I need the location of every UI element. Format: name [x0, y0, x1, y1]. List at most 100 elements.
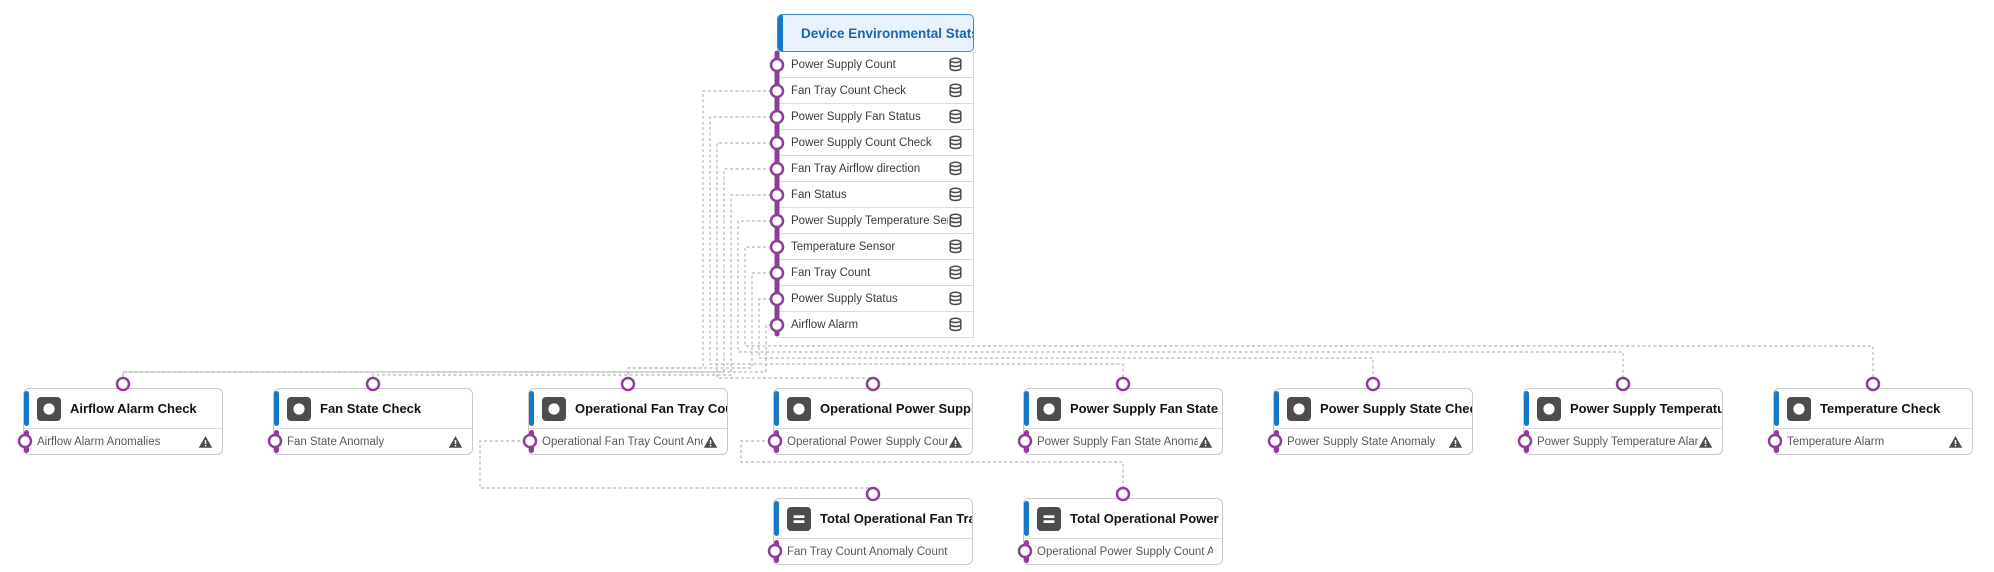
metric-row-label: Airflow Alarm: [791, 318, 859, 331]
node-input-port[interactable]: [1115, 486, 1131, 502]
node-input-port[interactable]: [365, 376, 381, 392]
node-input-port[interactable]: [1115, 376, 1131, 392]
metric-output-port[interactable]: [769, 239, 785, 255]
alert-rule-icon: [1293, 402, 1305, 415]
check-node[interactable]: Power Supply Fan State C...Power Supply …: [1023, 388, 1223, 455]
node-title: Total Operational Power ...: [1070, 511, 1222, 526]
metric-row[interactable]: Fan Status: [778, 182, 973, 208]
output-row-label: Operational Power Supply Coun...: [787, 436, 948, 448]
output-row-label: Operational Power Supply Count A...: [1037, 546, 1213, 558]
metric-row[interactable]: Power Supply Count: [778, 52, 973, 78]
output-row-label: Power Supply Fan State Anomaly: [1037, 436, 1198, 448]
check-node[interactable]: Power Supply Temperatu... Power Supply Te…: [1523, 388, 1723, 455]
metric-row[interactable]: Temperature Sensor: [778, 234, 973, 260]
metric-row[interactable]: Power Supply Count Check: [778, 130, 973, 156]
total-output-port[interactable]: [1017, 543, 1033, 559]
alert-rule-icon: [293, 402, 305, 415]
anomaly-output-port[interactable]: [1517, 433, 1533, 449]
node-input-port[interactable]: [115, 376, 131, 392]
output-row[interactable]: Operational Power Supply Count A...: [1024, 539, 1222, 565]
node-header: Total Operational Fan Tra...: [774, 499, 972, 539]
node-title: Power Supply Temperatu...: [1570, 401, 1722, 416]
warning-triangle-icon: [1948, 436, 1963, 448]
output-row[interactable]: Airflow Alarm Anomalies: [24, 429, 222, 455]
total-output-port[interactable]: [767, 543, 783, 559]
node-input-port[interactable]: [1865, 376, 1881, 392]
metric-row[interactable]: Fan Tray Airflow direction: [778, 156, 973, 182]
node-icon: [1787, 396, 1811, 421]
metric-row[interactable]: Power Supply Temperature Sensor: [778, 208, 973, 234]
metric-output-port[interactable]: [769, 57, 785, 73]
node-header: Total Operational Power ...: [1024, 499, 1222, 539]
alert-rule-icon: [1793, 402, 1805, 415]
connector-line: [372, 194, 777, 384]
connector-line: [122, 168, 777, 384]
node-header: Airflow Alarm Check: [24, 389, 222, 429]
anomaly-output-port[interactable]: [17, 433, 33, 449]
check-node[interactable]: Operational Power Suppl...Operational Po…: [773, 388, 973, 455]
database-icon: [949, 57, 962, 72]
anomaly-output-port[interactable]: [267, 433, 283, 449]
node-icon: [787, 506, 811, 531]
metric-output-port[interactable]: [769, 109, 785, 125]
output-row[interactable]: Fan Tray Count Anomaly Count: [774, 539, 972, 565]
metric-output-port[interactable]: [769, 317, 785, 333]
anomaly-output-port[interactable]: [1017, 433, 1033, 449]
metric-output-port[interactable]: [769, 83, 785, 99]
output-row-label: Fan State Anomaly: [287, 436, 385, 448]
output-row[interactable]: Temperature Alarm: [1774, 429, 1972, 455]
metric-row-label: Power Supply Fan Status: [791, 110, 921, 123]
node-accent-bar: [1774, 391, 1779, 426]
total-node[interactable]: Total Operational Fan Tra...Fan Tray Cou…: [773, 498, 973, 565]
output-row[interactable]: Power Supply State Anomaly: [1274, 429, 1472, 455]
anomaly-output-port[interactable]: [1267, 433, 1283, 449]
output-row[interactable]: Operational Power Supply Coun...: [774, 429, 972, 455]
node-title: Airflow Alarm Check: [70, 401, 197, 416]
metric-output-port[interactable]: [769, 135, 785, 151]
node-header: Power Supply State Check: [1274, 389, 1472, 429]
warning-triangle-icon: [703, 436, 718, 448]
output-row[interactable]: Power Supply Temperature Alarm: [1524, 429, 1722, 455]
node-input-port[interactable]: [865, 486, 881, 502]
database-icon: [949, 109, 962, 124]
database-icon: [949, 265, 962, 280]
connector-line: [627, 272, 777, 384]
anomaly-output-port[interactable]: [522, 433, 538, 449]
anomaly-output-port[interactable]: [1767, 433, 1783, 449]
node-input-port[interactable]: [1365, 376, 1381, 392]
metric-output-port[interactable]: [769, 213, 785, 229]
node-accent-bar: [1024, 391, 1029, 426]
warning-triangle-icon: [1448, 436, 1463, 448]
alert-rule-icon: [1543, 402, 1555, 415]
metric-output-port[interactable]: [769, 291, 785, 307]
node-accent-bar: [1274, 391, 1279, 426]
root-node-header[interactable]: Device Environmental Stats: [777, 14, 974, 52]
node-input-port[interactable]: [1615, 376, 1631, 392]
node-accent-bar: [274, 391, 279, 426]
metric-output-port[interactable]: [769, 161, 785, 177]
metric-row[interactable]: Fan Tray Count Check: [778, 78, 973, 104]
metric-row-label: Fan Tray Count: [791, 266, 871, 279]
output-row[interactable]: Fan State Anomaly: [274, 429, 472, 455]
metric-row[interactable]: Power Supply Status: [778, 286, 973, 312]
total-node[interactable]: Total Operational Power ... Operational P…: [1023, 498, 1223, 565]
metric-output-port[interactable]: [769, 265, 785, 281]
database-icon: [949, 317, 962, 332]
metric-row[interactable]: Power Supply Fan Status: [778, 104, 973, 130]
anomaly-output-port[interactable]: [767, 433, 783, 449]
output-row[interactable]: Power Supply Fan State Anomaly: [1024, 429, 1222, 455]
node-input-port[interactable]: [865, 376, 881, 392]
output-row[interactable]: Operational Fan Tray Count Ano...: [529, 429, 727, 455]
warning-triangle-icon: [1698, 436, 1713, 448]
node-title: Power Supply State Check: [1320, 401, 1472, 416]
metric-output-port[interactable]: [769, 187, 785, 203]
check-node[interactable]: Operational Fan Tray Cou...Operational F…: [528, 388, 728, 455]
metric-row-label: Power Supply Temperature Sensor: [791, 214, 948, 227]
metric-row[interactable]: Fan Tray Count: [778, 260, 973, 286]
node-input-port[interactable]: [620, 376, 636, 392]
metric-row[interactable]: Airflow Alarm: [778, 312, 973, 338]
